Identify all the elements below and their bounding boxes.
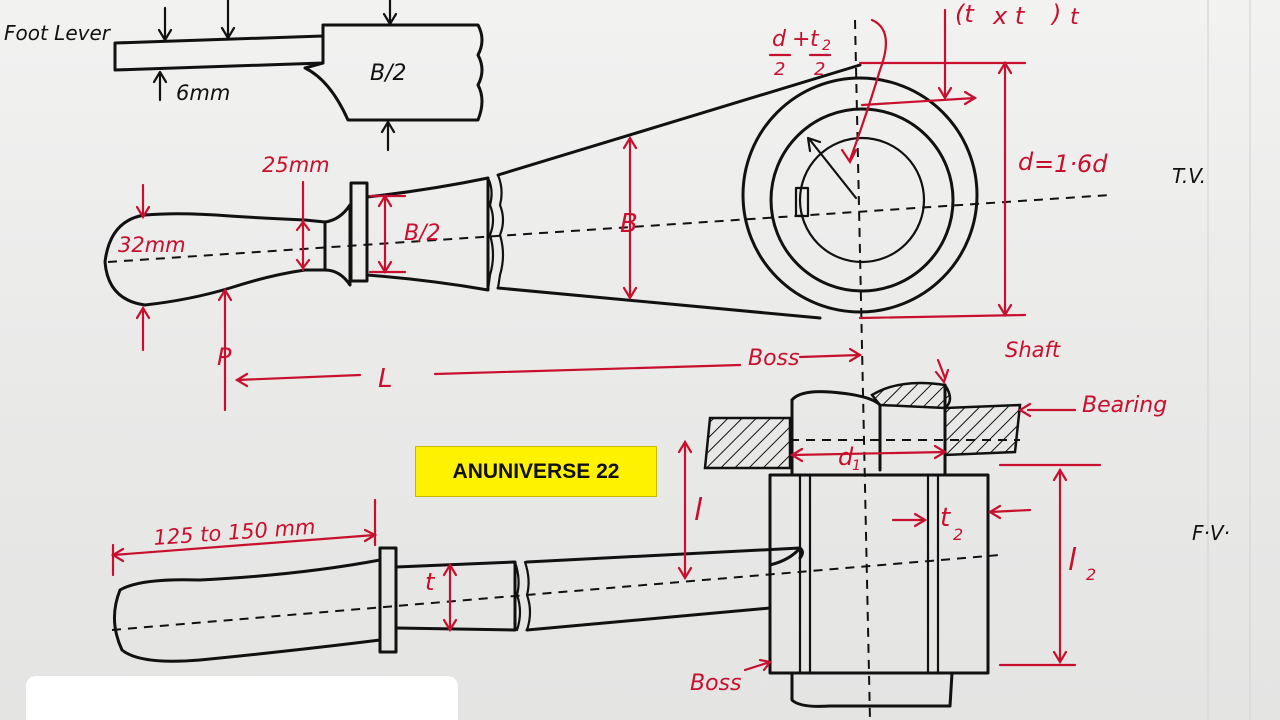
label-formula-c: ) xyxy=(1050,0,1061,28)
label-d2-b: =1·6d xyxy=(1034,150,1108,178)
label-l-small: l xyxy=(694,493,703,528)
label-formula-b: x t xyxy=(992,2,1026,30)
label-foot: Foot Lever xyxy=(4,21,112,45)
label-d-denom: 2 xyxy=(774,59,785,80)
watermark-badge: ANUNIVERSE 22 xyxy=(415,446,657,497)
label-formula-d: t xyxy=(1070,5,1080,30)
label-32mm: 32mm xyxy=(118,233,186,257)
label-l: L xyxy=(378,364,393,394)
label-bearing: Bearing xyxy=(1082,393,1167,418)
label-t2-sub2: 2 xyxy=(953,525,963,544)
label-t2-denom: 2 xyxy=(814,59,825,80)
label-formula: (t xyxy=(955,0,975,28)
label-d2: d xyxy=(1018,148,1034,176)
label-p: P xyxy=(217,343,232,371)
label-plus: + xyxy=(792,27,810,52)
top-view-dimensions xyxy=(135,8,1027,412)
label-l2: l xyxy=(1068,543,1077,578)
label-boss-top: Boss xyxy=(748,346,799,371)
lever-cross-section xyxy=(113,0,484,152)
label-l2-sub: 2 xyxy=(1086,565,1096,584)
label-d1-sub: 1 xyxy=(852,458,861,474)
white-overlay-patch xyxy=(26,676,458,720)
label-tv: T.V. xyxy=(1172,164,1206,188)
paper-lines xyxy=(1207,0,1251,720)
label-b: B xyxy=(620,209,638,239)
label-t2-half: t xyxy=(810,27,820,52)
label-t2-sub: 2 xyxy=(822,38,831,54)
label-t2: t xyxy=(940,503,951,533)
label-b-half-mid: B/2 xyxy=(404,221,441,246)
label-fv: F·V· xyxy=(1192,521,1230,545)
label-b-half-top: B/2 xyxy=(370,61,407,86)
label-d: d xyxy=(772,27,787,52)
label-boss-bottom: Boss xyxy=(690,671,741,696)
front-view xyxy=(111,381,1022,708)
label-d1: d xyxy=(838,443,854,471)
label-shaft: Shaft xyxy=(1005,338,1061,362)
label-25mm: 25mm xyxy=(262,153,330,177)
label-t: t xyxy=(425,568,436,596)
front-view-dimensions xyxy=(110,358,1102,672)
label-6mm: 6mm xyxy=(176,81,230,105)
